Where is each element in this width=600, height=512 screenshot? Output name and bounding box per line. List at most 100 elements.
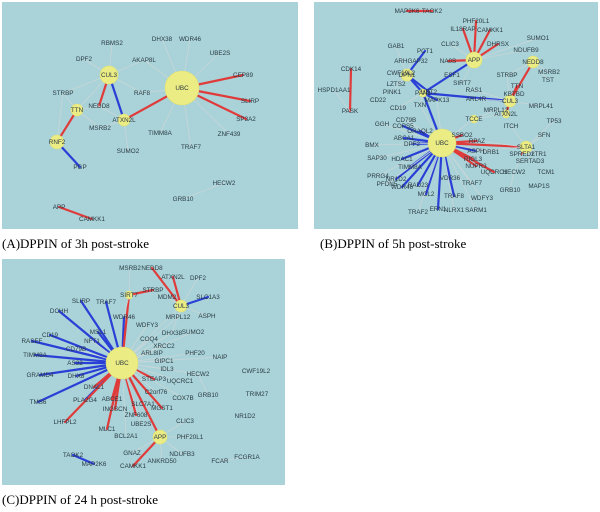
label-MGST1: MGST1 [151,405,173,412]
label-UBC: UBC [175,85,189,92]
node-PAN1 [418,88,428,98]
label-GRB10: GRB10 [173,196,194,203]
label-CDK14: CDK14 [341,66,362,73]
label-SIRT7: SIRT7 [120,292,138,299]
edge-APP-PAN1 [421,58,476,95]
node-CUL3 [99,65,119,85]
label-COQ4: COQ4 [140,336,158,343]
edge-SLTA1-RPAZ [476,140,527,148]
label-SAP30: SAP30 [367,155,387,162]
label-RAF8: RAF8 [134,90,151,97]
label-NDUFB3: NDUFB3 [169,451,195,458]
label-SLC1A3: SLC1A3 [196,294,220,301]
label-ATXN2L: ATXN2L [161,274,185,281]
label-RNF2: RNF2 [49,139,66,146]
label-ESF1: ESF1 [444,72,460,79]
label-SFN: SFN [538,132,551,139]
node-UBC [427,128,457,158]
label-DRB1: DRB1 [483,149,500,156]
label-SUMO2: SUMO2 [117,148,140,155]
label-PAN1: PAN1 [415,90,431,97]
label-ERN1: ERN1 [430,206,447,213]
label-UQCRC1: UQCRC1 [481,169,508,176]
label-TRAF2: TRAF2 [408,209,428,216]
label-TAOK2: TAOK2 [422,8,443,15]
label-MDM2: MDM2 [158,294,177,301]
label-MAP2K6: MAP2K6 [82,461,107,468]
label-MRPL12: MRPL12 [484,107,509,114]
node-ATXN2L [117,113,131,127]
label-ZNF439: ZNF439 [218,131,241,138]
label-SLIRP: SLIRP [72,298,90,305]
label-WDR46: WDR46 [179,36,202,43]
label-PFDN5: PFDN5 [377,181,398,188]
label-SLC7A1: SLC7A1 [131,401,155,408]
label-MAP2K6: MAP2K6 [395,8,420,15]
label-RAS1: RAS1 [466,87,483,94]
node-APP [465,51,483,69]
label-COPS5: COPS5 [392,123,414,130]
label-CAMKK1: CAMKK1 [477,27,503,34]
label-HDAC1: HDAC1 [391,156,413,163]
label-IL18RAP: IL18RAP [450,26,475,33]
label-AKAP8L: AKAP8L [132,57,156,64]
label-TRAF7: TRAF7 [96,299,116,306]
label-CLIC3: CLIC3 [441,41,459,48]
label-UBT2: UBT2 [421,89,438,96]
label-ATXN2L: ATXN2L [112,117,136,124]
edge-ATXN2L-TCCE [473,113,507,120]
edge-PAN1-CUL3 [421,91,512,103]
label-SUMO2: SUMO2 [182,329,205,336]
label-NA0S: NA0S [440,58,456,65]
label-WDR46: WDR46 [113,314,136,321]
label-TIMM8A: TIMM8A [398,164,423,171]
label-MLC1: MLC1 [99,426,116,433]
label-ABCE1: ABCE1 [102,396,123,403]
label-NAIP: NAIP [213,354,228,361]
label-ITCH: ITCH [504,123,519,130]
label-CLIC3: CLIC3 [176,418,194,425]
node-DPN1 [400,68,414,82]
label-GAB1: GAB1 [388,43,405,50]
label-NEDD8: NEDD8 [141,265,163,272]
label-CD19: CD19 [42,332,59,339]
label-SERTAD3: SERTAD3 [516,158,545,165]
label-SLTA1: SLTA1 [517,144,536,151]
label-ATXN2L: ATXN2L [494,111,518,118]
label-ARHGAP32: ARHGAP32 [394,58,428,65]
label-TST: TST [542,77,554,84]
label-PHF20L1: PHF20L1 [463,18,490,25]
label-DHX8: DHX8 [68,373,85,380]
label-COX7B: COX7B [172,395,193,402]
label-ABCA1: ABCA1 [394,135,415,142]
label-KBTBD: KBTBD [504,91,525,98]
label-APP: APP [468,57,481,64]
edge-SLTA1-ASPH [475,146,527,152]
label-MCL2: MCL2 [418,191,435,198]
label-GIPC1: GIPC1 [155,358,174,365]
label-HECW2: HECW2 [213,180,236,187]
label-MSL1: MSL1 [90,329,107,336]
label-DHRSX: DHRSX [487,41,510,48]
label-LZTS2: LZTS2 [387,81,406,88]
label-XRCC2: XRCC2 [153,343,175,350]
label-NEDD8: NEDD8 [522,59,544,66]
label-FCGR1A: FCGR1A [234,454,260,461]
edge-HECW2-GRB10 [509,171,515,191]
edge-PAN1-CD19 [397,92,424,109]
node-ATXN2L [501,109,511,119]
label-ORAQL2: ORAQL2 [407,128,433,135]
label-CD19: CD19 [390,105,407,112]
label-AS32: AS32 [67,360,83,367]
label-DPN1: DPN1 [399,72,416,79]
label-SUMO1: SUMO1 [527,35,550,42]
label-TIMM8A: TIMM8A [23,352,48,359]
edge-APP-CAMKK1 [57,205,94,221]
node-UBC [105,346,139,380]
label-CAMKK1: CAMKK1 [120,463,146,470]
label-DCHH: DCHH [50,308,69,315]
